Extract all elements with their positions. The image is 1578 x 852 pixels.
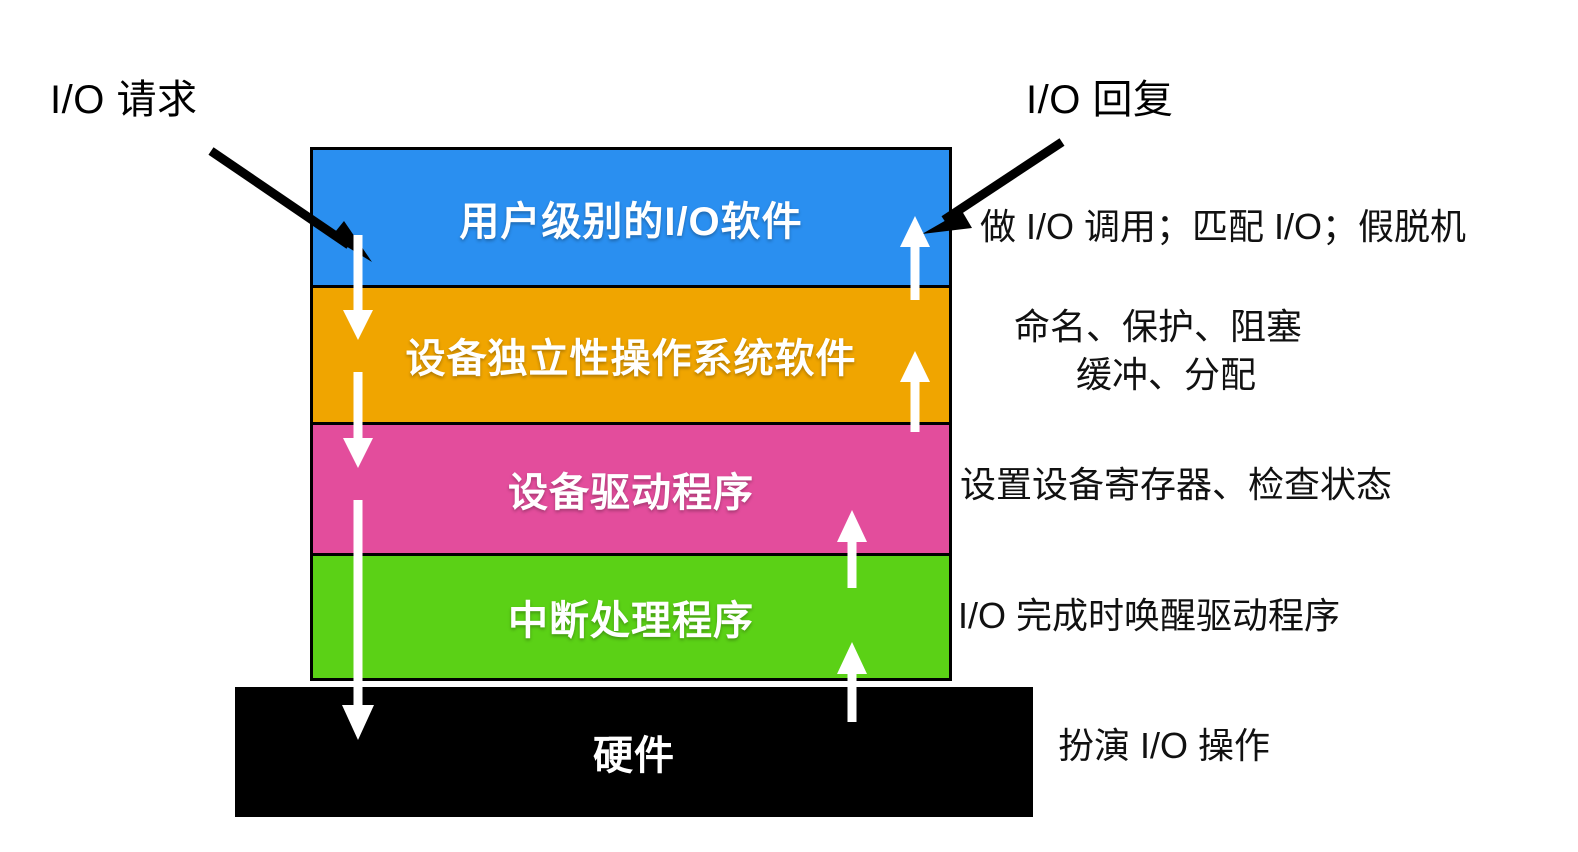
layer-device-independent-os-software-label: 设备独立性操作系统软件 xyxy=(405,337,857,381)
layer-device-drivers-label: 设备驱动程序 xyxy=(508,471,754,515)
layer-interrupt-handlers-label: 中断处理程序 xyxy=(508,599,754,643)
layer-device-independent-os-software: 设备独立性操作系统软件 xyxy=(310,285,952,422)
annotation-os-software-line1: 命名、保护、阻塞 xyxy=(1014,306,1303,347)
io-request-label: I/O 请求 xyxy=(50,78,198,122)
annotation-device-drivers: 设置设备寄存器、检查状态 xyxy=(960,464,1393,505)
layer-device-drivers: 设备驱动程序 xyxy=(310,422,952,553)
annotation-os-software-line2: 缓冲、分配 xyxy=(1076,353,1257,395)
layer-user-level-io-software: 用户级别的I/O软件 xyxy=(310,147,952,285)
annotation-os-software: 命名、保护、阻塞 缓冲、分配 xyxy=(1014,303,1302,398)
annotation-user-level: 做 I/O 调用；匹配 I/O；假脱机 xyxy=(980,206,1467,247)
annotation-hardware: 扮演 I/O 操作 xyxy=(1058,725,1271,766)
io-software-layer-stack: 用户级别的I/O软件 设备独立性操作系统软件 设备驱动程序 中断处理程序 xyxy=(310,147,952,681)
layer-interrupt-handlers: 中断处理程序 xyxy=(310,553,952,681)
layer-hardware-label: 硬件 xyxy=(593,734,675,778)
io-reply-label: I/O 回复 xyxy=(1026,78,1174,122)
layer-hardware: 硬件 xyxy=(235,687,1033,817)
annotation-interrupt-handlers: I/O 完成时唤醒驱动程序 xyxy=(958,595,1341,636)
layer-user-level-io-software-label: 用户级别的I/O软件 xyxy=(459,199,803,244)
